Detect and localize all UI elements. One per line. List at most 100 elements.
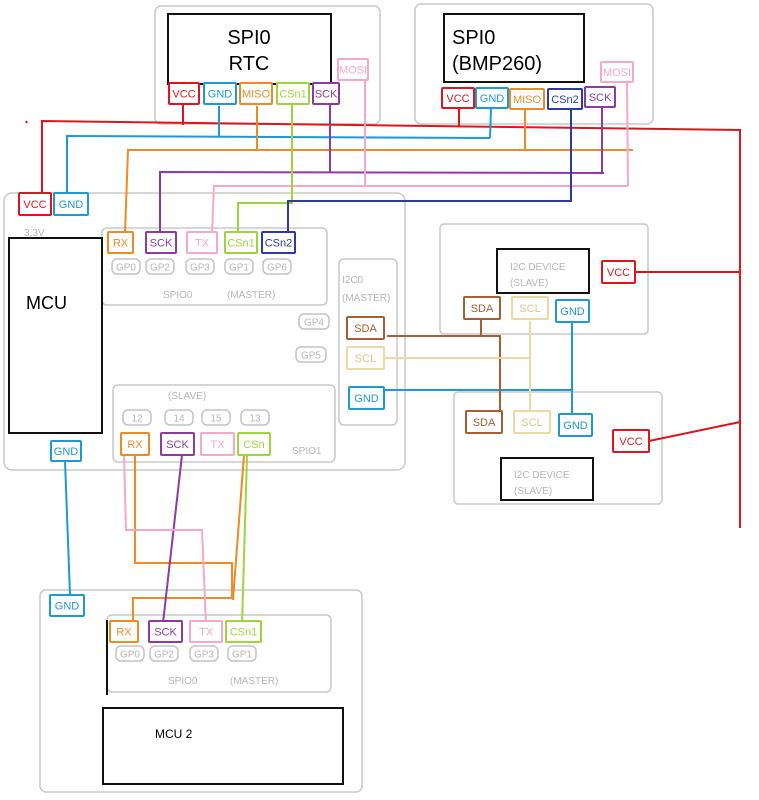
i2c0-gpio-0-label: GP4 — [304, 318, 324, 329]
i2c-device2-gnd-pin-label: GND — [563, 420, 588, 432]
spio0-pin-2: TX — [186, 231, 218, 254]
i2c0-gpio-1: GP5 — [295, 346, 327, 363]
bmp-title-line2: (BMP260) — [452, 53, 542, 75]
rtc-pin-1-box — [203, 82, 237, 105]
spio1-pin-2-box — [200, 432, 235, 456]
bmp-chip — [443, 13, 585, 83]
i2c-device2-sda-pin: SDA — [465, 410, 503, 434]
i2c-device2-chip — [500, 457, 594, 501]
spio1-pin-2: TX — [200, 432, 235, 456]
spio1-number-3: 13 — [240, 409, 270, 426]
i2c-device2-title: I2C DEVICE — [514, 470, 570, 481]
i2c-device2-sda-pin-box — [465, 410, 503, 434]
i2c-device2-gnd-pin-box — [558, 413, 593, 437]
mcu2-spio0-gpio-2-box — [189, 645, 219, 662]
mcu2-spio0-pin-1-box — [148, 620, 183, 643]
spio0-pin-0: RX — [107, 231, 134, 254]
text-layer: SPI0 RTC SPI0 (BMP260) MCU 3,3V SPIO0 (M… — [24, 27, 570, 741]
mcu-vcc-pin: VCC — [18, 192, 52, 216]
spio0-gpio-1: GP2 — [145, 258, 175, 275]
rtc-pin-3-box — [276, 82, 310, 105]
gnd-mcu-mcu2 — [64, 460, 71, 596]
vcc-wires — [25, 104, 741, 528]
i2c0-gnd-pin-label: GND — [354, 393, 379, 405]
rtc-pin-0: VCC — [168, 82, 200, 105]
chip-boxes — [8, 13, 594, 785]
rx-spio1-mcu2 — [132, 455, 233, 622]
mcu2-spio0-pin-0: RX — [109, 620, 139, 643]
spio0-gpio-1-box — [145, 258, 175, 275]
mcu-gnd-pin-box — [53, 192, 89, 216]
spio0-pin-3: CSn1 — [224, 231, 258, 254]
rtc-pin-4: SCK — [312, 82, 340, 105]
i2c-device1-scl-pin-label: SCL — [519, 303, 540, 315]
mcu-vcc-pin-box — [18, 192, 52, 216]
mcu2-spio0-pin-0-label: RX — [116, 627, 132, 639]
spio1-number-3-label: 13 — [249, 414, 261, 425]
vcc-i2c2 — [648, 421, 741, 442]
i2c0-gnd-pin-box — [348, 386, 385, 410]
sda-bus — [387, 335, 501, 413]
spio0-pin-4-label: CSn2 — [265, 238, 293, 250]
i2c-device1-vcc-pin-box — [601, 260, 636, 284]
spio0-gpio-0-box — [111, 258, 141, 275]
rtc-pin-5-label: MOSI — [339, 65, 367, 77]
mcu2-gnd-pin-label: GND — [55, 601, 80, 613]
mcu2-chip — [102, 707, 344, 785]
mosi-wires — [123, 76, 629, 626]
spio0-gpio-4-box — [262, 258, 292, 275]
spio1-number-3-box — [240, 409, 270, 426]
bmp-pin-1-box — [475, 87, 509, 109]
i2c-device1-scl-pin: SCL — [511, 296, 549, 320]
mcu-bottom-gnd-pin: GND — [50, 440, 82, 462]
bmp-pin-5: MOSI — [600, 61, 634, 83]
i2c-device1-sda-pin-box — [463, 296, 501, 320]
spio1-pin-0-label: RX — [127, 439, 143, 451]
spio1-pin-1: SCK — [160, 432, 195, 456]
i2c0-mode: (MASTER) — [342, 293, 390, 304]
spio0-gpio-2-label: GP3 — [190, 263, 210, 274]
miso-bus — [124, 149, 633, 234]
mcu2-spio0-gpio-1-label: GP2 — [154, 650, 174, 661]
i2c0-sda-pin-box — [346, 316, 385, 340]
mcu2-spio0-pin-0-box — [109, 620, 139, 643]
spio1-number-2-box — [201, 409, 231, 426]
sck-bus — [159, 170, 605, 233]
rtc-pin-2-label: MISO — [242, 89, 271, 101]
mcu2-gnd-pin-box — [49, 594, 85, 617]
spio1-pin-1-label: SCK — [166, 439, 189, 451]
i2c-device1-scl-pin-box — [511, 296, 549, 320]
mcu2-spio0-pin-3-box — [225, 620, 262, 643]
bmp-pin-0-label: VCC — [446, 93, 469, 105]
rtc-title-line2: RTC — [229, 53, 270, 75]
i2c-device1-sda-pin: SDA — [463, 296, 501, 320]
panels — [3, 3, 663, 793]
mcu2-spio0-pin-1: SCK — [148, 620, 183, 643]
spio0-pin-1: SCK — [145, 231, 177, 254]
i2c-device2-panel — [453, 391, 663, 505]
i2c-device1-sda-pin-label: SDA — [471, 303, 494, 315]
mcu2-spio0-pin-1-label: SCK — [154, 627, 177, 639]
spio0-pin-1-label: SCK — [150, 238, 173, 250]
i2c-device1-gnd-pin-box — [555, 299, 590, 323]
mcu2-spio0-gpio-1: GP2 — [149, 645, 179, 662]
spio0-gpio-1-label: GP2 — [150, 263, 170, 274]
mosi-bus — [211, 185, 628, 234]
i2c-device1-gnd-pin: GND — [555, 299, 590, 323]
mcu2-panel — [39, 589, 363, 793]
i2c-device1-mode: (SLAVE) — [510, 278, 548, 289]
i2c-device2-sda-pin-label: SDA — [473, 417, 496, 429]
i2c0-panel — [338, 258, 398, 426]
spio0-pin-2-box — [186, 231, 218, 254]
mcu2-spio0-pin-2-box — [189, 620, 223, 643]
csn2-wires — [287, 110, 572, 233]
spio1-number-0-box — [122, 409, 152, 426]
spio1-pin-0-box — [120, 432, 150, 456]
bmp-pin-0: VCC — [441, 87, 475, 109]
spio0-gpio-4-label: GP6 — [267, 263, 287, 274]
i2c0-gnd-pin: GND — [348, 386, 385, 410]
tx-spio1-mcu2 — [123, 454, 207, 626]
spio0-gpio-3-box — [224, 258, 254, 275]
i2c-device2-vcc-pin-label: VCC — [619, 436, 642, 448]
